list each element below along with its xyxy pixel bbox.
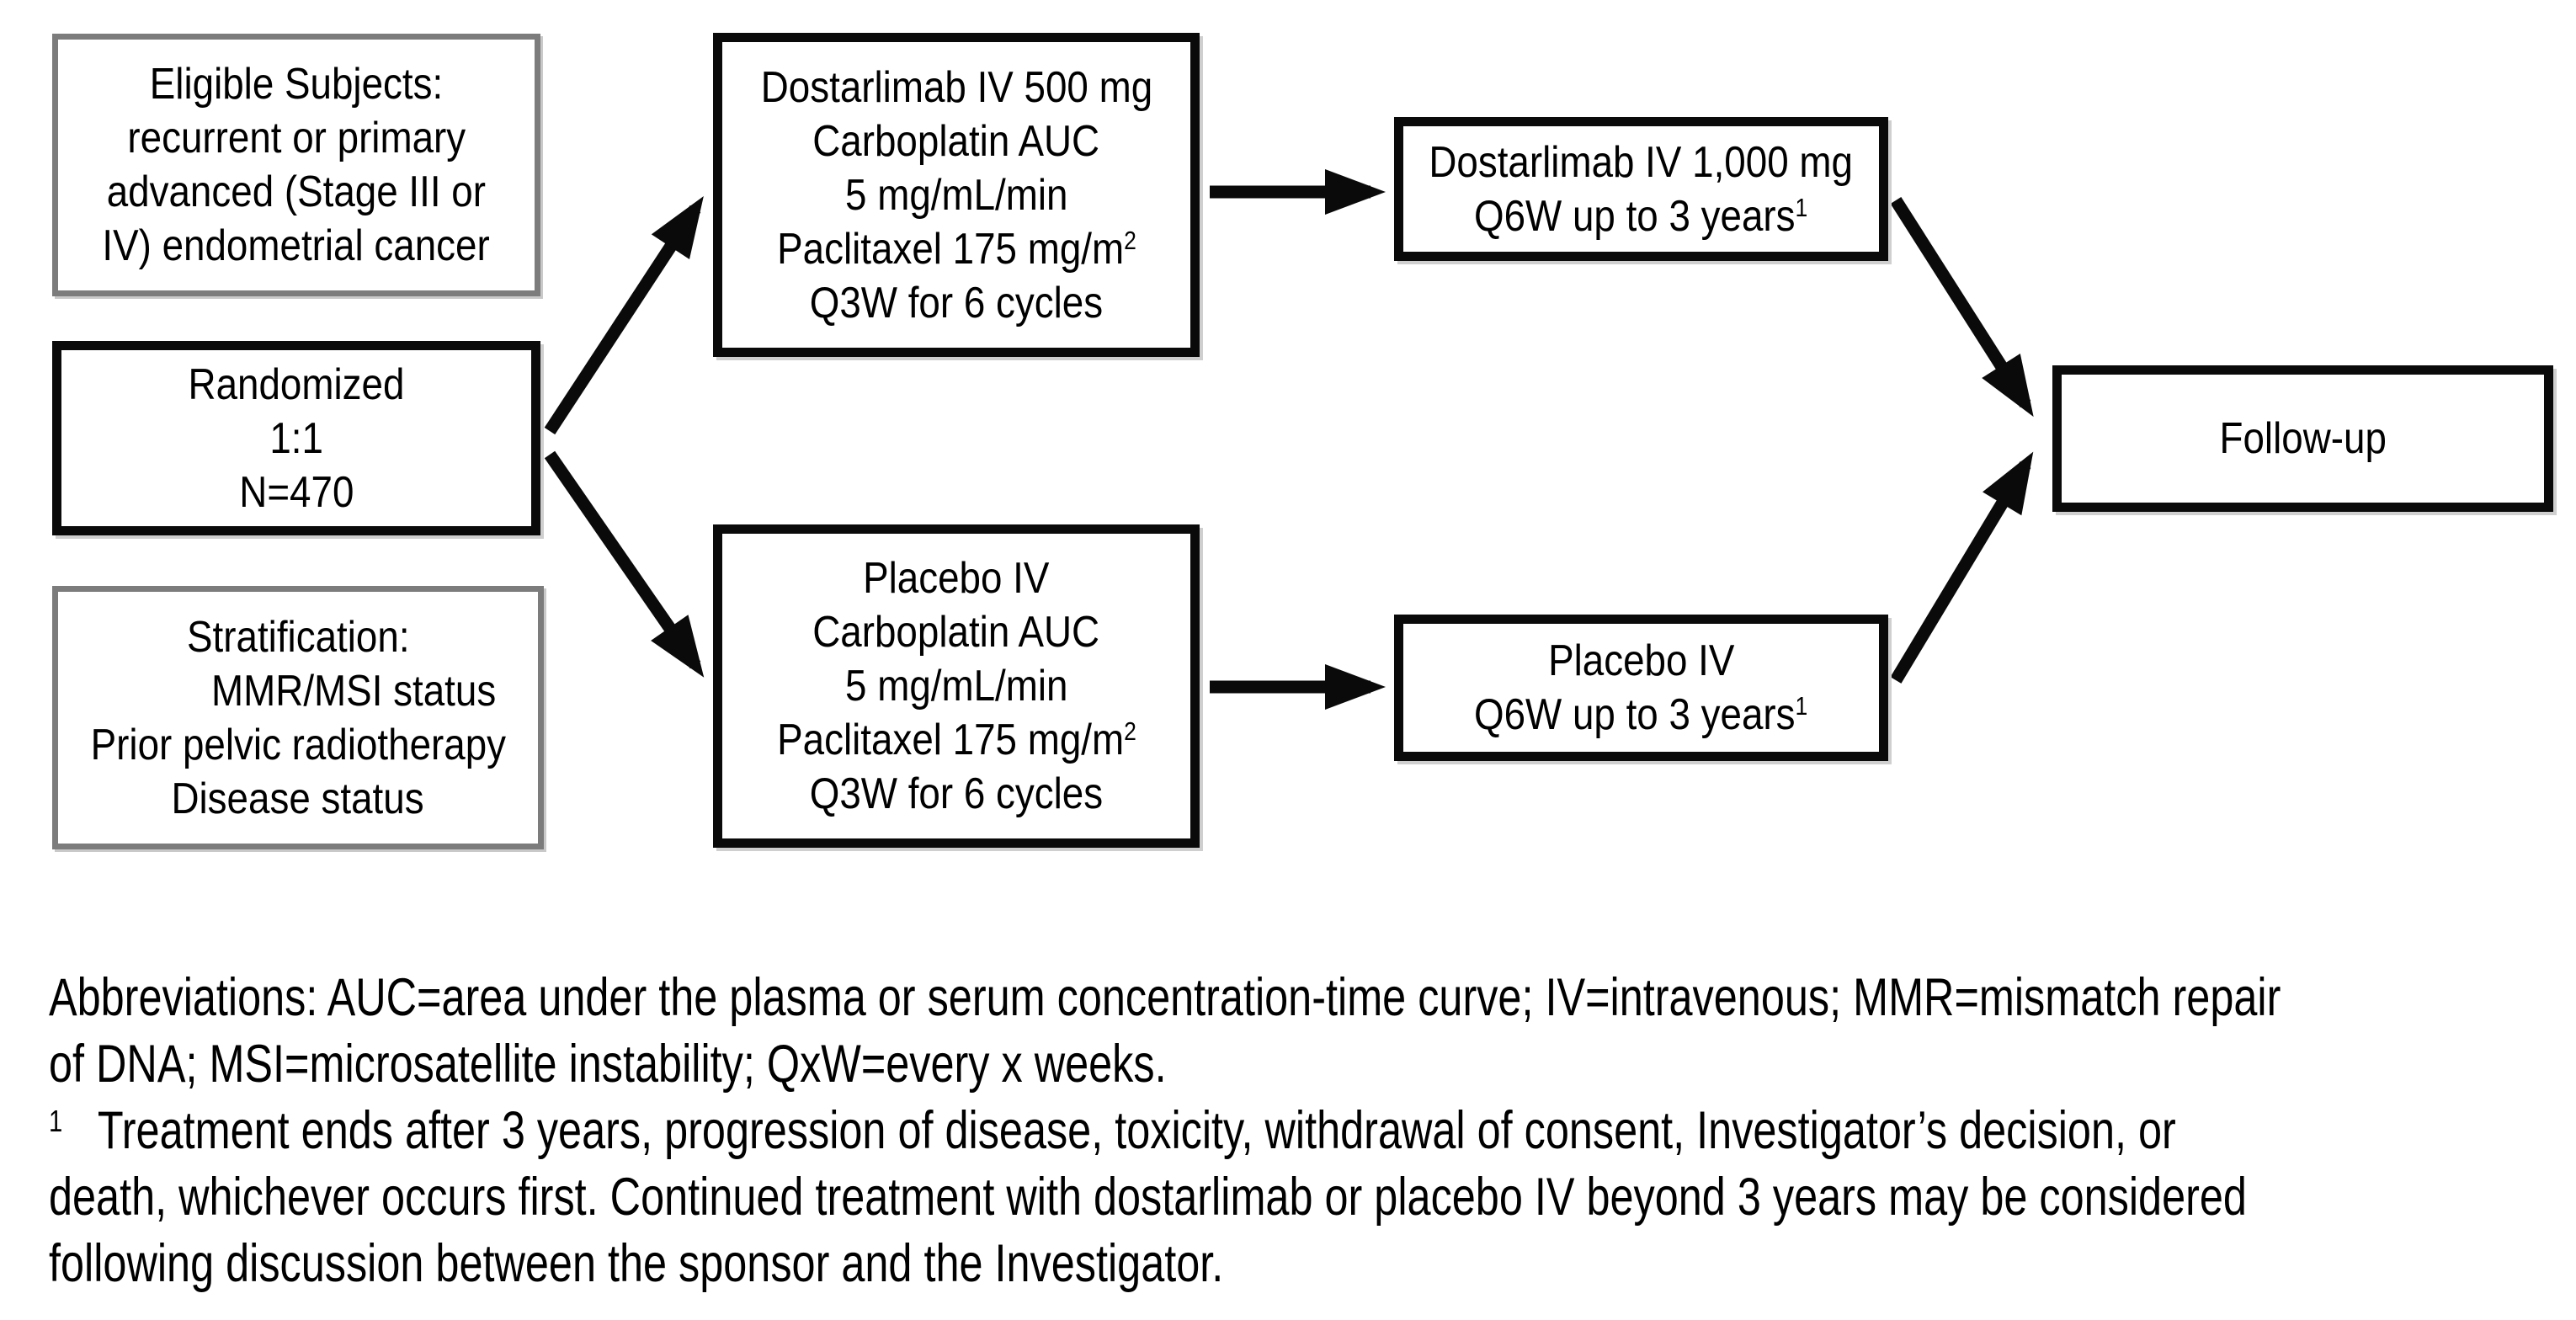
text-line: Stratification: [186,612,410,662]
text-line: Paclitaxel 175 mg/m2 [776,716,1136,764]
text-line: death, whichever occurs first. Continued… [49,1168,2247,1227]
text-line: following discussion between the sponsor… [49,1234,1224,1293]
arrow-randomized-to-placebo-chemo [544,450,705,678]
superscript: 1 [1795,693,1808,721]
text-line: Q3W for 6 cycles [809,769,1104,818]
text-line: Abbreviations: AUC=area under the plasma… [49,968,2281,1027]
text-line: 5 mg/mL/min [844,170,1068,220]
follow-up-box: Follow-up [2052,365,2553,512]
arrow-randomized-to-dostarlimab-chemo [544,195,704,435]
text-line: Dostarlimab IV 1,000 mg [1429,137,1854,187]
text-line: of DNA; MSI=microsatellite instability; … [49,1035,1167,1094]
superscript: 2 [1123,226,1136,255]
arrow-placebo-maintenance-to-followup [1890,451,2034,684]
text-line: Placebo IV [863,554,1050,603]
text-line: advanced (Stage III or [106,168,487,216]
text-line: Randomized [188,359,405,409]
text-line: Carboplatin AUC [812,608,1100,657]
eligible-subjects-box: Eligible Subjects: recurrent or primary ad… [52,34,540,296]
text-line: 5 mg/mL/min [844,662,1068,711]
text-line: Prior pelvic radiotherapy [90,720,506,769]
abbreviations-and-footnotes: Abbreviations: AUC=area under the plasma… [49,965,2576,1297]
text-line: Q6W up to 3 years1 [1474,690,1808,739]
placebo-maintenance-box: Placebo IV Q6W up to 3 years1 [1394,615,1888,761]
text-line: N=470 [238,467,354,517]
text-line: MMR/MSI status [210,666,497,716]
superscript: 1 [1795,194,1808,222]
text-line: Q6W up to 3 years1 [1474,191,1808,241]
text-line: Follow-up [2219,414,2387,463]
text-line: Eligible Subjects: [149,60,444,109]
arrow-dostarlimab-maintenance-to-followup [1890,196,2034,418]
text-line: Paclitaxel 175 mg/m2 [776,224,1136,274]
text-line: recurrent or primary [127,114,466,162]
text-line: IV) endometrial cancer [102,221,491,270]
text-line: Disease status [171,774,425,823]
text-line: Carboplatin AUC [812,116,1100,166]
text-line: Q3W for 6 cycles [809,278,1104,327]
text-line: 1:1 [269,413,323,463]
footnote-marker: 1 [49,1103,63,1138]
superscript: 2 [1123,718,1136,747]
text-line: Placebo IV [1547,636,1735,685]
text-line: Dostarlimab IV 500 mg [760,62,1152,112]
